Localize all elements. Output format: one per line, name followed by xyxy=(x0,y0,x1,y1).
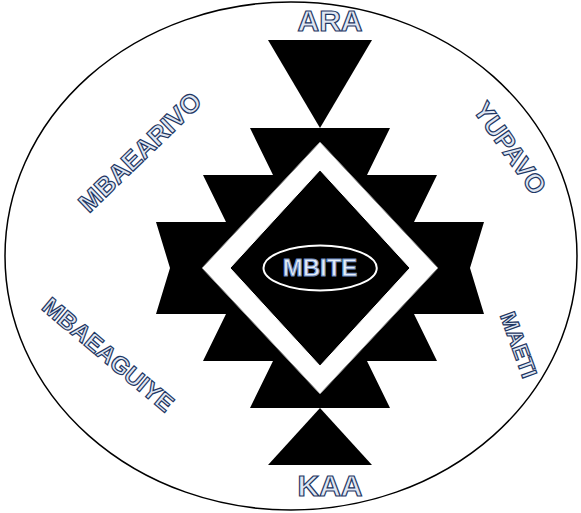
direction-label: KAA xyxy=(298,471,363,501)
bottom-triangle xyxy=(268,408,372,465)
center-label: MBITE xyxy=(283,256,358,280)
top-triangle xyxy=(268,40,372,128)
outer-circle xyxy=(5,2,577,510)
direction-label: ARA xyxy=(298,6,363,36)
ellipse-shape xyxy=(263,246,376,291)
center-ellipse: MBITE xyxy=(262,244,378,292)
stepped-diamond xyxy=(156,128,484,408)
inner-diamond xyxy=(230,170,410,366)
white-diamond-band xyxy=(202,142,438,394)
